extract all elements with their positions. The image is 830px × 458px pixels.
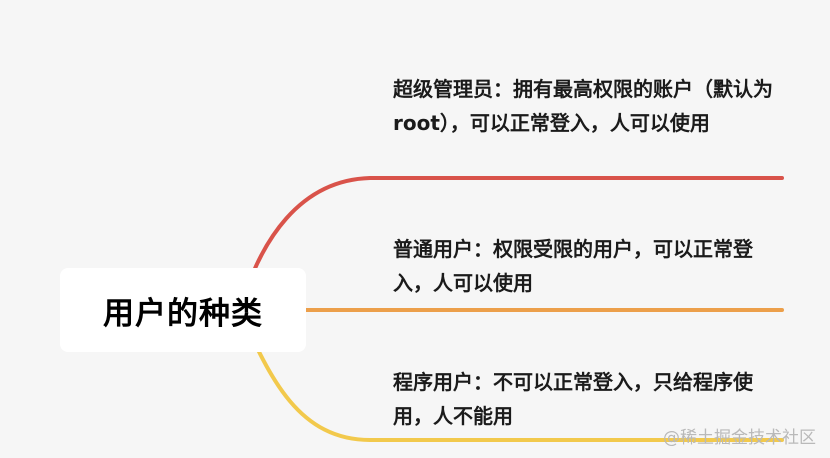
branch-text-super-admin[interactable]: 超级管理员：拥有最高权限的账户（默认为root），可以正常登入，人可以使用 (393, 77, 773, 135)
watermark: @稀土掘金技术社区 (663, 428, 816, 448)
branch-text-normal-user[interactable]: 普通用户：权限受限的用户，可以正常登入，人可以使用 (393, 237, 753, 295)
root-node[interactable]: 用户的种类 (60, 268, 306, 352)
root-node-label: 用户的种类 (103, 295, 263, 332)
branch-text-program-user[interactable]: 程序用户：不可以正常登入，只给程序使用，人不能用 (393, 370, 753, 428)
